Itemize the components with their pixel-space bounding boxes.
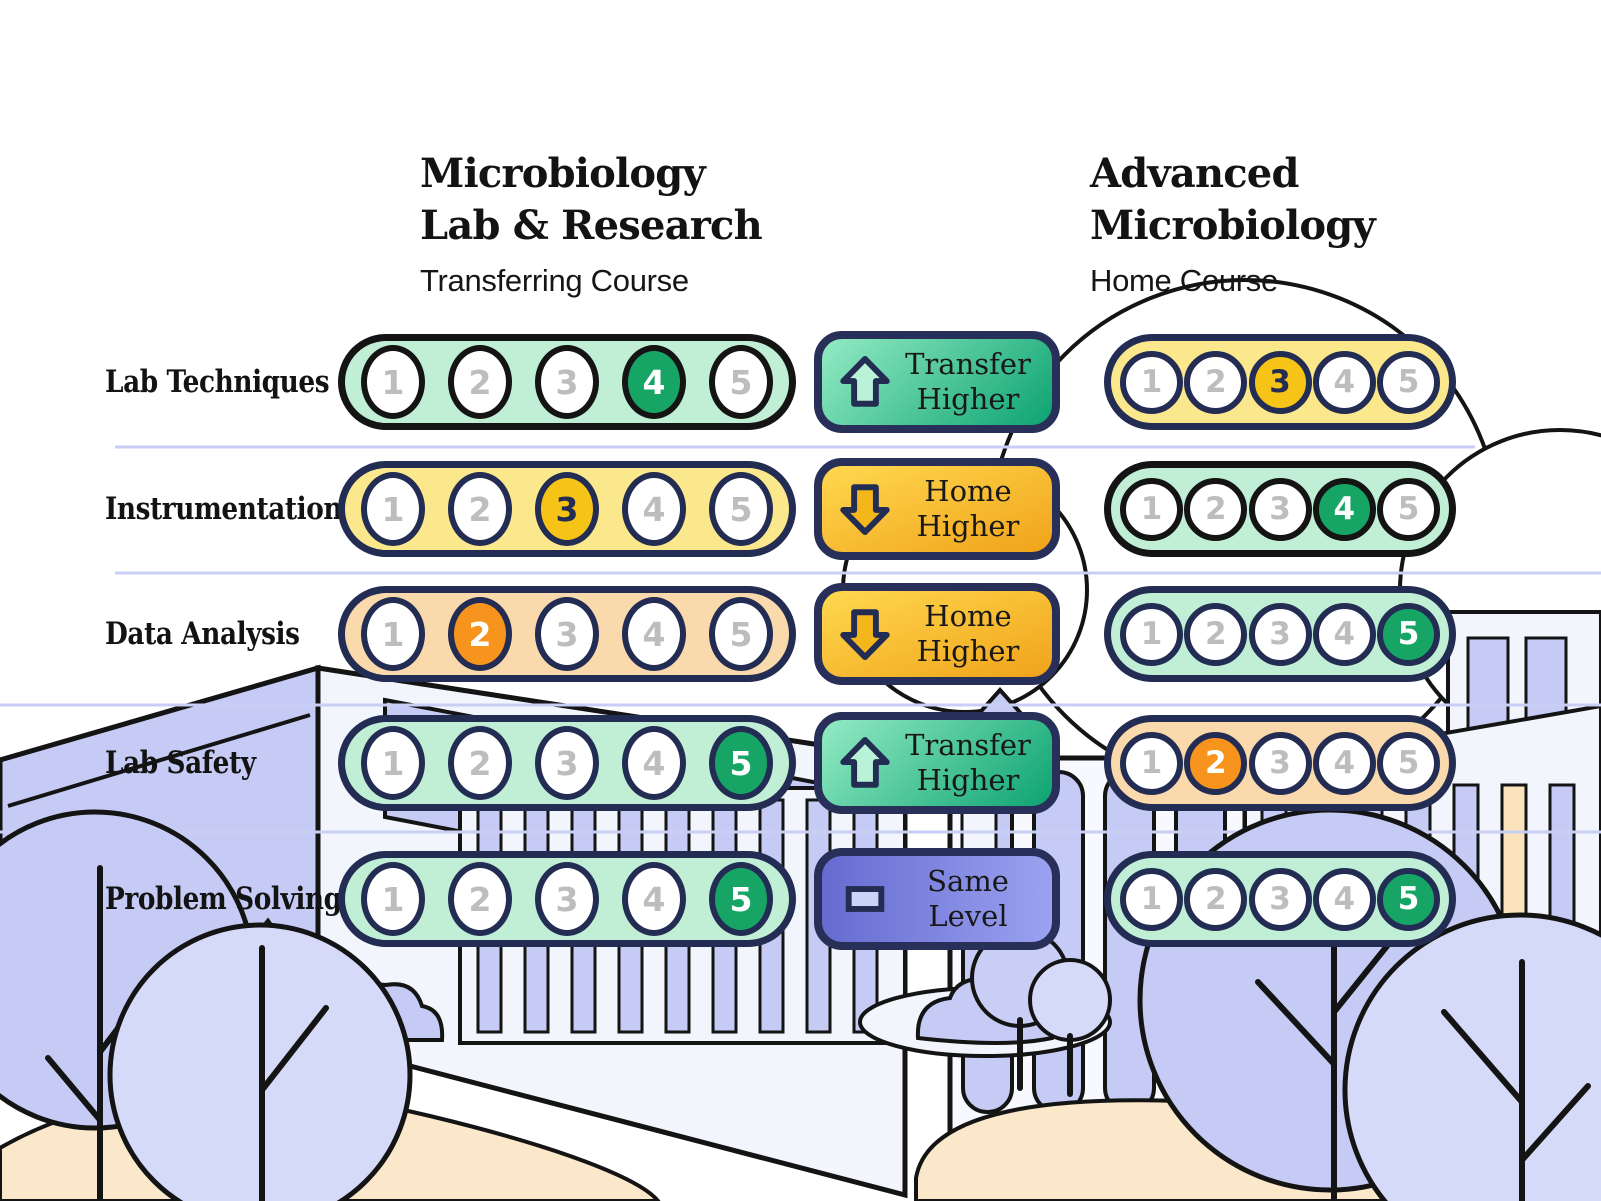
score-circle: 4	[622, 726, 686, 800]
score-circle: 5	[1377, 731, 1440, 795]
skill-label: Instrumentation	[105, 491, 343, 527]
title-line: Microbiology	[420, 150, 706, 197]
score-circle: 4	[622, 472, 686, 546]
score-circle: 3	[1248, 731, 1312, 795]
score-circle-selected: 5	[709, 726, 773, 800]
score-circle: 2	[1184, 477, 1248, 541]
skill-label: Problem Solving	[105, 881, 342, 917]
transferring-course-header: Microbiology Lab & Research Transferring…	[420, 148, 763, 299]
up-arrow-icon	[836, 353, 894, 411]
score-circle: 1	[1120, 867, 1183, 931]
score-circle: 3	[535, 597, 599, 671]
score-circle-selected: 5	[1377, 602, 1440, 666]
score-circle: 2	[448, 726, 512, 800]
home-course-role-label: Home Course	[1090, 263, 1278, 298]
score-circle-selected: 2	[448, 597, 512, 671]
score-circle: 2	[448, 862, 512, 936]
score-circle-selected: 5	[1377, 867, 1440, 931]
title-line: Advanced	[1090, 150, 1299, 197]
score-circle: 1	[361, 472, 425, 546]
transferring-course-role-label: Transferring Course	[420, 263, 689, 298]
score-circle: 1	[361, 862, 425, 936]
score-circle-selected: 3	[1248, 350, 1312, 414]
score-circle: 5	[709, 597, 773, 671]
title-line: Lab & Research	[420, 202, 763, 249]
home-course-title: Advanced Microbiology	[1090, 148, 1376, 252]
skill-label: Lab Safety	[105, 745, 256, 781]
score-circle: 1	[361, 597, 425, 671]
down-arrow-icon	[836, 480, 894, 538]
score-circle: 2	[1184, 867, 1248, 931]
score-circle-selected: 4	[622, 345, 686, 419]
tree	[970, 928, 1112, 1097]
score-circle: 2	[448, 472, 512, 546]
home-course-header: Advanced Microbiology Home Course	[1090, 148, 1376, 299]
score-circle: 5	[709, 345, 773, 419]
score-circle-selected: 2	[1184, 731, 1248, 795]
score-circle-selected: 5	[709, 862, 773, 936]
down-arrow-icon	[836, 605, 894, 663]
score-circle: 2	[1184, 350, 1248, 414]
score-circle: 2	[1184, 602, 1248, 666]
score-circle: 4	[1312, 602, 1376, 666]
score-circle: 3	[1248, 477, 1312, 541]
score-circle: 1	[1120, 602, 1183, 666]
equal-icon	[836, 870, 894, 928]
score-circle: 5	[709, 472, 773, 546]
score-circle: 3	[535, 862, 599, 936]
title-line: Microbiology	[1090, 202, 1376, 249]
score-circle: 4	[1312, 867, 1376, 931]
score-circle: 4	[622, 862, 686, 936]
score-circle: 4	[1312, 731, 1376, 795]
score-circle: 1	[1120, 477, 1183, 541]
score-circle: 2	[448, 345, 512, 419]
skill-label: Data Analysis	[105, 616, 300, 652]
skill-label: Lab Techniques	[105, 364, 330, 400]
score-circle: 5	[1377, 477, 1440, 541]
score-circle: 4	[1312, 350, 1376, 414]
score-circle-selected: 4	[1312, 477, 1376, 541]
up-arrow-icon	[836, 734, 894, 792]
score-circle: 1	[361, 345, 425, 419]
score-circle: 3	[535, 726, 599, 800]
score-circle-selected: 3	[535, 472, 599, 546]
tree	[107, 922, 413, 1201]
transferring-course-title: Microbiology Lab & Research	[420, 148, 763, 252]
score-circle: 1	[1120, 731, 1183, 795]
score-circle: 3	[1248, 602, 1312, 666]
score-circle: 1	[361, 726, 425, 800]
tree	[1342, 912, 1601, 1201]
score-circle: 5	[1377, 350, 1440, 414]
score-circle: 3	[535, 345, 599, 419]
score-circle: 1	[1120, 350, 1183, 414]
score-circle: 4	[622, 597, 686, 671]
score-circle: 3	[1248, 867, 1312, 931]
